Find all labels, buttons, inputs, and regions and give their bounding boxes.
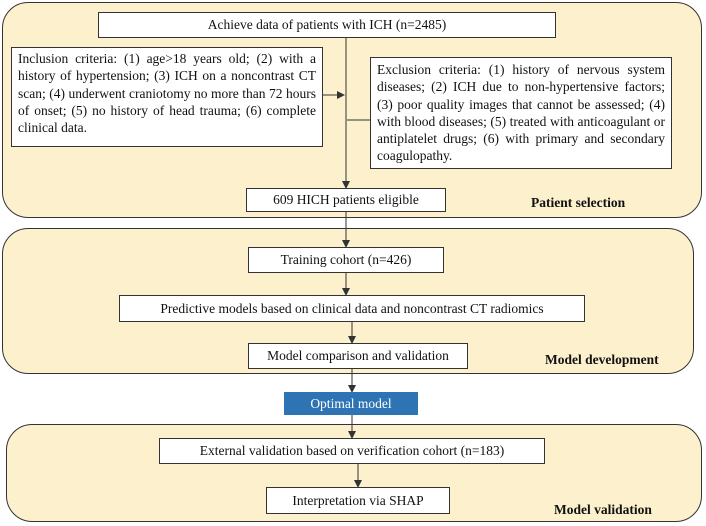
exclusion-criteria-text: Exclusion criteria: (1) history of nervo… [377,62,665,164]
exclusion-criteria-box: Exclusion criteria: (1) history of nervo… [370,57,672,169]
model-development-label: Model development [545,352,659,367]
inclusion-criteria-text: Inclusion criteria: (1) age>18 years old… [18,51,316,136]
optimal-model-box: Optimal model [284,392,418,415]
patient-selection-label: Patient selection [531,195,626,210]
training-cohort-text: Training cohort (n=426) [280,252,412,268]
eligible-patients-box: 609 HICH patients eligible [246,188,446,212]
model-comparison-box: Model comparison and validation [248,343,468,369]
external-validation-text: External validation based on verificatio… [199,443,505,459]
training-cohort-box: Training cohort (n=426) [248,247,444,273]
shap-interpretation-text: Interpretation via SHAP [292,492,424,508]
data-acquisition-box: Achieve data of patients with ICH (n=248… [98,12,556,38]
predictive-models-box: Predictive models based on clinical data… [119,295,585,322]
external-validation-box: External validation based on verificatio… [159,438,545,464]
model-validation-label: Model validation [554,502,652,517]
shap-interpretation-box: Interpretation via SHAP [266,487,450,514]
model-comparison-text: Model comparison and validation [267,348,449,364]
optimal-model-text: Optimal model [310,395,392,411]
predictive-models-text: Predictive models based on clinical data… [160,300,544,316]
eligible-patients-text: 609 HICH patients eligible [273,192,419,208]
inclusion-criteria-box: Inclusion criteria: (1) age>18 years old… [11,47,323,147]
data-acquisition-text: Achieve data of patients with ICH (n=248… [207,17,447,33]
